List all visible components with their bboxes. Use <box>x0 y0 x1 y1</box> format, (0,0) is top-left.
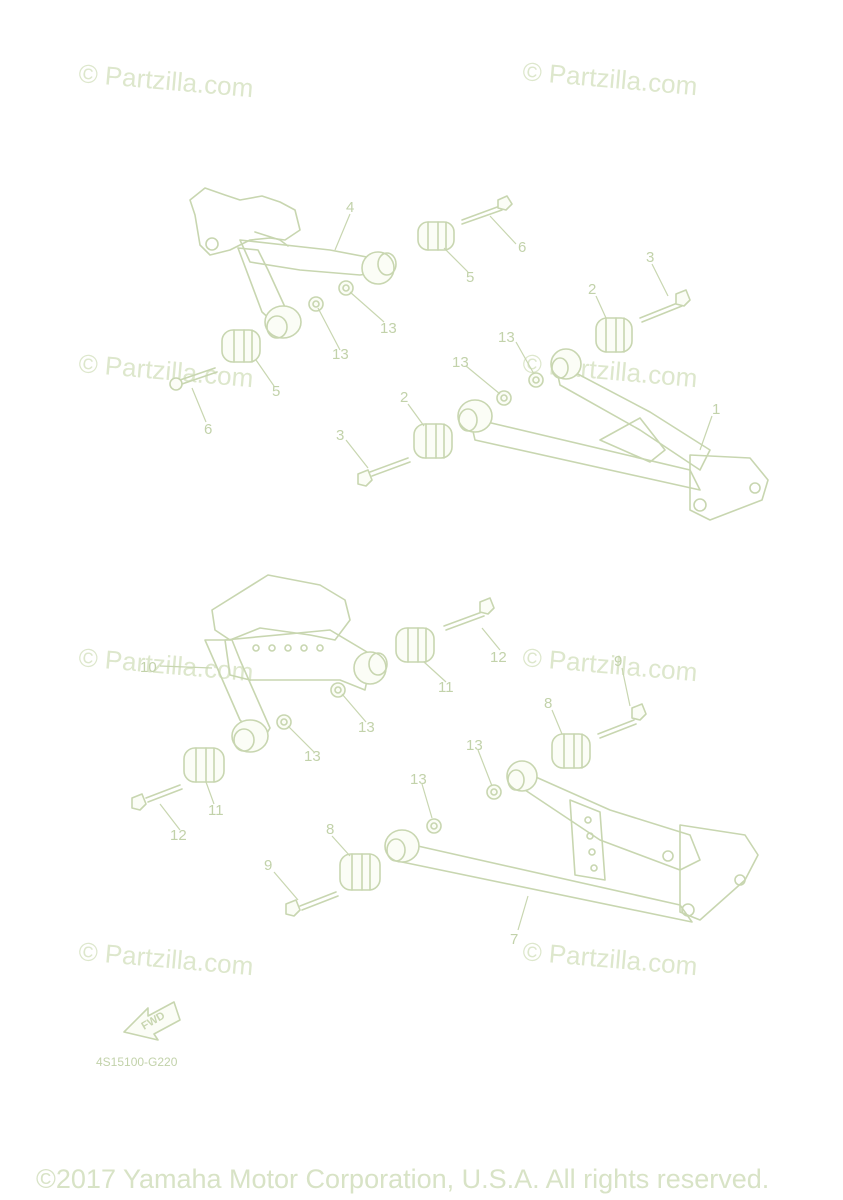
nut-part-13 <box>338 280 354 296</box>
callout-12: 12 <box>490 649 507 666</box>
bushing-part-2 <box>413 423 453 459</box>
callout-13: 13 <box>410 771 427 788</box>
watermark: © Partzilla.com <box>77 58 254 103</box>
callout-6: 6 <box>204 421 212 438</box>
watermark: © Partzilla.com <box>521 348 698 393</box>
nut-part-13 <box>330 682 346 698</box>
nut-part-13 <box>528 372 544 388</box>
bolt-part-12 <box>443 597 495 631</box>
nut-part-13 <box>308 296 324 312</box>
callout-8: 8 <box>326 821 334 838</box>
bushing-part-2 <box>595 317 633 353</box>
callout-8: 8 <box>544 695 552 712</box>
callout-13: 13 <box>332 346 349 363</box>
callout-3: 3 <box>336 427 344 444</box>
callout-12: 12 <box>170 827 187 844</box>
nut-part-13 <box>486 784 502 800</box>
callout-13: 13 <box>466 737 483 754</box>
nut-part-13 <box>426 818 442 834</box>
bushing-part-11 <box>395 627 435 663</box>
leader-lines <box>159 213 713 931</box>
bushing-part-8 <box>551 733 591 769</box>
callout-2: 2 <box>588 281 596 298</box>
bolt-part-6 <box>461 195 513 225</box>
watermark: © Partzilla.com <box>521 642 698 687</box>
nut-part-13 <box>496 390 512 406</box>
watermark: © Partzilla.com <box>521 56 698 101</box>
upper-arm-part-4 <box>189 187 397 339</box>
callout-13: 13 <box>358 719 375 736</box>
upper-arm-part-10 <box>204 574 388 753</box>
callout-4: 4 <box>346 199 354 216</box>
bolt-part-9 <box>597 703 647 739</box>
bolt-part-12 <box>131 784 183 811</box>
callout-13: 13 <box>498 329 515 346</box>
callout-2: 2 <box>400 389 408 406</box>
callout-9: 9 <box>614 653 622 670</box>
bolt-part-3 <box>357 457 411 487</box>
callout-6: 6 <box>518 239 526 256</box>
lower-arm-part-7 <box>384 760 759 923</box>
watermark: © Partzilla.com <box>521 936 698 981</box>
bushing-part-5 <box>417 221 455 251</box>
copyright-notice: ©2017 Yamaha Motor Corporation, U.S.A. A… <box>36 1164 769 1194</box>
callout-13: 13 <box>304 748 321 765</box>
callout-labels: 1 2 2 3 3 4 5 5 6 6 7 8 8 9 9 10 11 11 1… <box>140 199 720 948</box>
callout-5: 5 <box>272 383 280 400</box>
callout-7: 7 <box>510 931 518 948</box>
bushing-part-5 <box>221 329 261 363</box>
nut-part-13 <box>276 714 292 730</box>
callout-9: 9 <box>264 857 272 874</box>
callout-3: 3 <box>646 249 654 266</box>
lower-arm-part-1 <box>457 348 769 521</box>
callout-10: 10 <box>140 659 157 676</box>
bushing-part-11 <box>183 747 225 783</box>
bolt-part-6 <box>169 367 218 391</box>
watermark: © Partzilla.com <box>77 936 254 981</box>
callout-13: 13 <box>452 354 469 371</box>
bushing-part-8 <box>339 853 381 891</box>
forward-arrow: FWD <box>123 1001 181 1041</box>
bolt-part-3 <box>639 289 691 323</box>
callout-11: 11 <box>438 679 454 696</box>
callout-1: 1 <box>712 401 720 418</box>
diagram-code: 4S15100-G220 <box>96 1055 178 1069</box>
callout-13: 13 <box>380 320 397 337</box>
callout-11: 11 <box>208 802 224 819</box>
callout-5: 5 <box>466 269 474 286</box>
bolt-part-9 <box>285 891 339 917</box>
